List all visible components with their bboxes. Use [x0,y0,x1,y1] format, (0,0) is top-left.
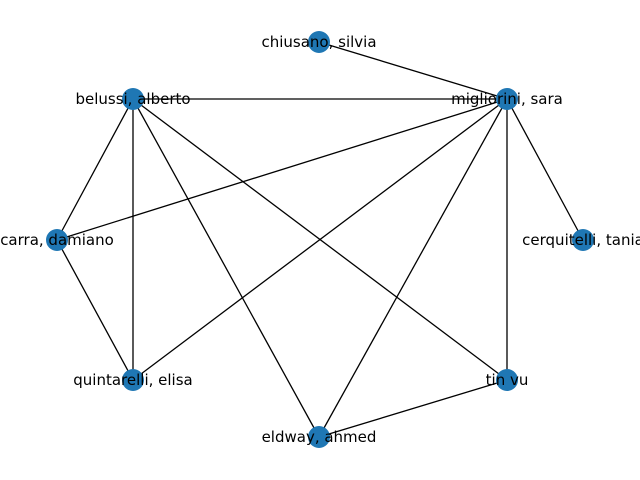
node-belussi [122,88,144,110]
node-cerquitelli [572,229,594,251]
node-eldway [308,426,330,448]
node-label-migliorini: migliorini, sara [451,90,563,108]
node-label-tinvu: tin vu [486,371,529,389]
edge-migliorini-quintarelli [132,98,508,381]
edge-migliorini-cerquitelli [506,98,584,241]
edge-chiusano-migliorini [318,41,508,100]
node-chiusano [308,31,330,53]
labels-layer: chiusano, silvia belussi, alberto migliori… [0,33,640,446]
edge-tinvu-eldway [318,379,508,438]
edge-belussi-carra [56,98,134,241]
node-label-eldway: eldway, ahmed [262,428,377,446]
node-label-quintarelli: quintarelli, elisa [73,371,192,389]
node-tinvu [496,369,518,391]
node-label-belussi: belussi, alberto [75,90,190,108]
edge-migliorini-carra [56,98,508,241]
node-quintarelli [122,369,144,391]
node-label-chiusano: chiusano, silvia [261,33,376,51]
node-migliorini [496,88,518,110]
node-label-carra: carra, damiano [0,231,114,249]
node-label-cerquitelli: cerquitelli, tania [522,231,640,249]
edge-migliorini-eldway [318,98,508,438]
edges-layer [56,41,584,438]
edge-belussi-eldway [132,98,320,438]
edge-carra-quintarelli [56,239,134,381]
nodes-layer [46,31,594,448]
node-carra [46,229,68,251]
